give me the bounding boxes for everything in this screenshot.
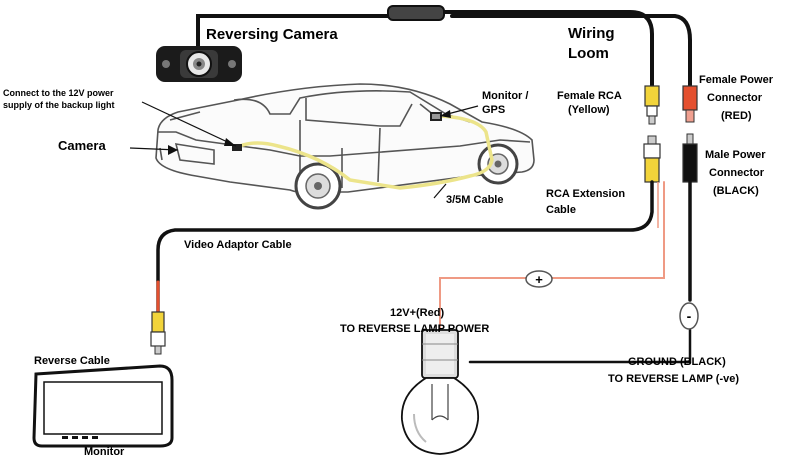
female-rca-connector xyxy=(644,85,660,125)
monitor-unit xyxy=(32,364,174,448)
camera-label: Camera xyxy=(58,138,106,153)
car-wheels xyxy=(294,143,519,210)
rca-extension-label-2: Cable xyxy=(546,204,576,216)
female-power-connector xyxy=(682,85,698,123)
male-power-label-3: (BLACK) xyxy=(713,185,759,197)
monitor-rca-plug xyxy=(150,311,166,355)
reverse-cable-label: Reverse Cable xyxy=(34,355,110,367)
connect-12v-label-2: supply of the backup light xyxy=(3,100,115,110)
plus-marker: + xyxy=(525,270,553,288)
rca-extension-label: RCA Extension xyxy=(546,188,625,200)
twelve-v-label: 12V+(Red) xyxy=(390,307,444,319)
reversing-camera-unit xyxy=(156,46,242,82)
wiring-loom-label-2: Loom xyxy=(568,45,609,62)
car-drawing xyxy=(155,83,535,194)
male-power-label: Male Power xyxy=(705,149,766,161)
male-power-label-2: Connector xyxy=(709,167,765,179)
video-adaptor-label: Video Adaptor Cable xyxy=(184,239,292,251)
twelve-v-label-2: TO REVERSE LAMP POWER xyxy=(340,323,489,335)
ground-label-2: TO REVERSE LAMP (-ve) xyxy=(608,373,739,385)
monitor-gps-label-2: GPS xyxy=(482,104,505,116)
minus-sign: - xyxy=(687,308,692,324)
cable-junction xyxy=(387,5,445,21)
ground-label: GROUND (BLACK) xyxy=(628,356,726,368)
monitor-gps-label: Monitor / xyxy=(482,90,528,102)
reverse-lamp-bulb xyxy=(401,329,479,455)
male-rca-connector xyxy=(643,135,661,183)
female-power-label-2: Connector xyxy=(707,92,763,104)
reversing-camera-label: Reversing Camera xyxy=(206,26,338,43)
car-monitor xyxy=(430,112,442,121)
monitor-label: Monitor xyxy=(84,446,125,458)
leader-arrows xyxy=(168,110,451,155)
minus-marker: - xyxy=(679,302,699,330)
plus-sign: + xyxy=(535,272,543,287)
female-power-label: Female Power xyxy=(699,74,774,86)
camera-cable xyxy=(196,10,692,90)
connect-12v-label: Connect to the 12V power xyxy=(3,88,114,98)
cable-35m-label: 3/5M Cable xyxy=(446,194,503,206)
car-camera xyxy=(232,144,242,151)
female-rca-label-2: (Yellow) xyxy=(568,104,610,116)
loom-cable-in-car xyxy=(239,114,494,190)
female-rca-label: Female RCA xyxy=(557,90,622,102)
wiring-loom-label: Wiring xyxy=(568,25,615,42)
female-power-label-3: (RED) xyxy=(721,110,752,122)
male-power-connector xyxy=(682,133,698,183)
